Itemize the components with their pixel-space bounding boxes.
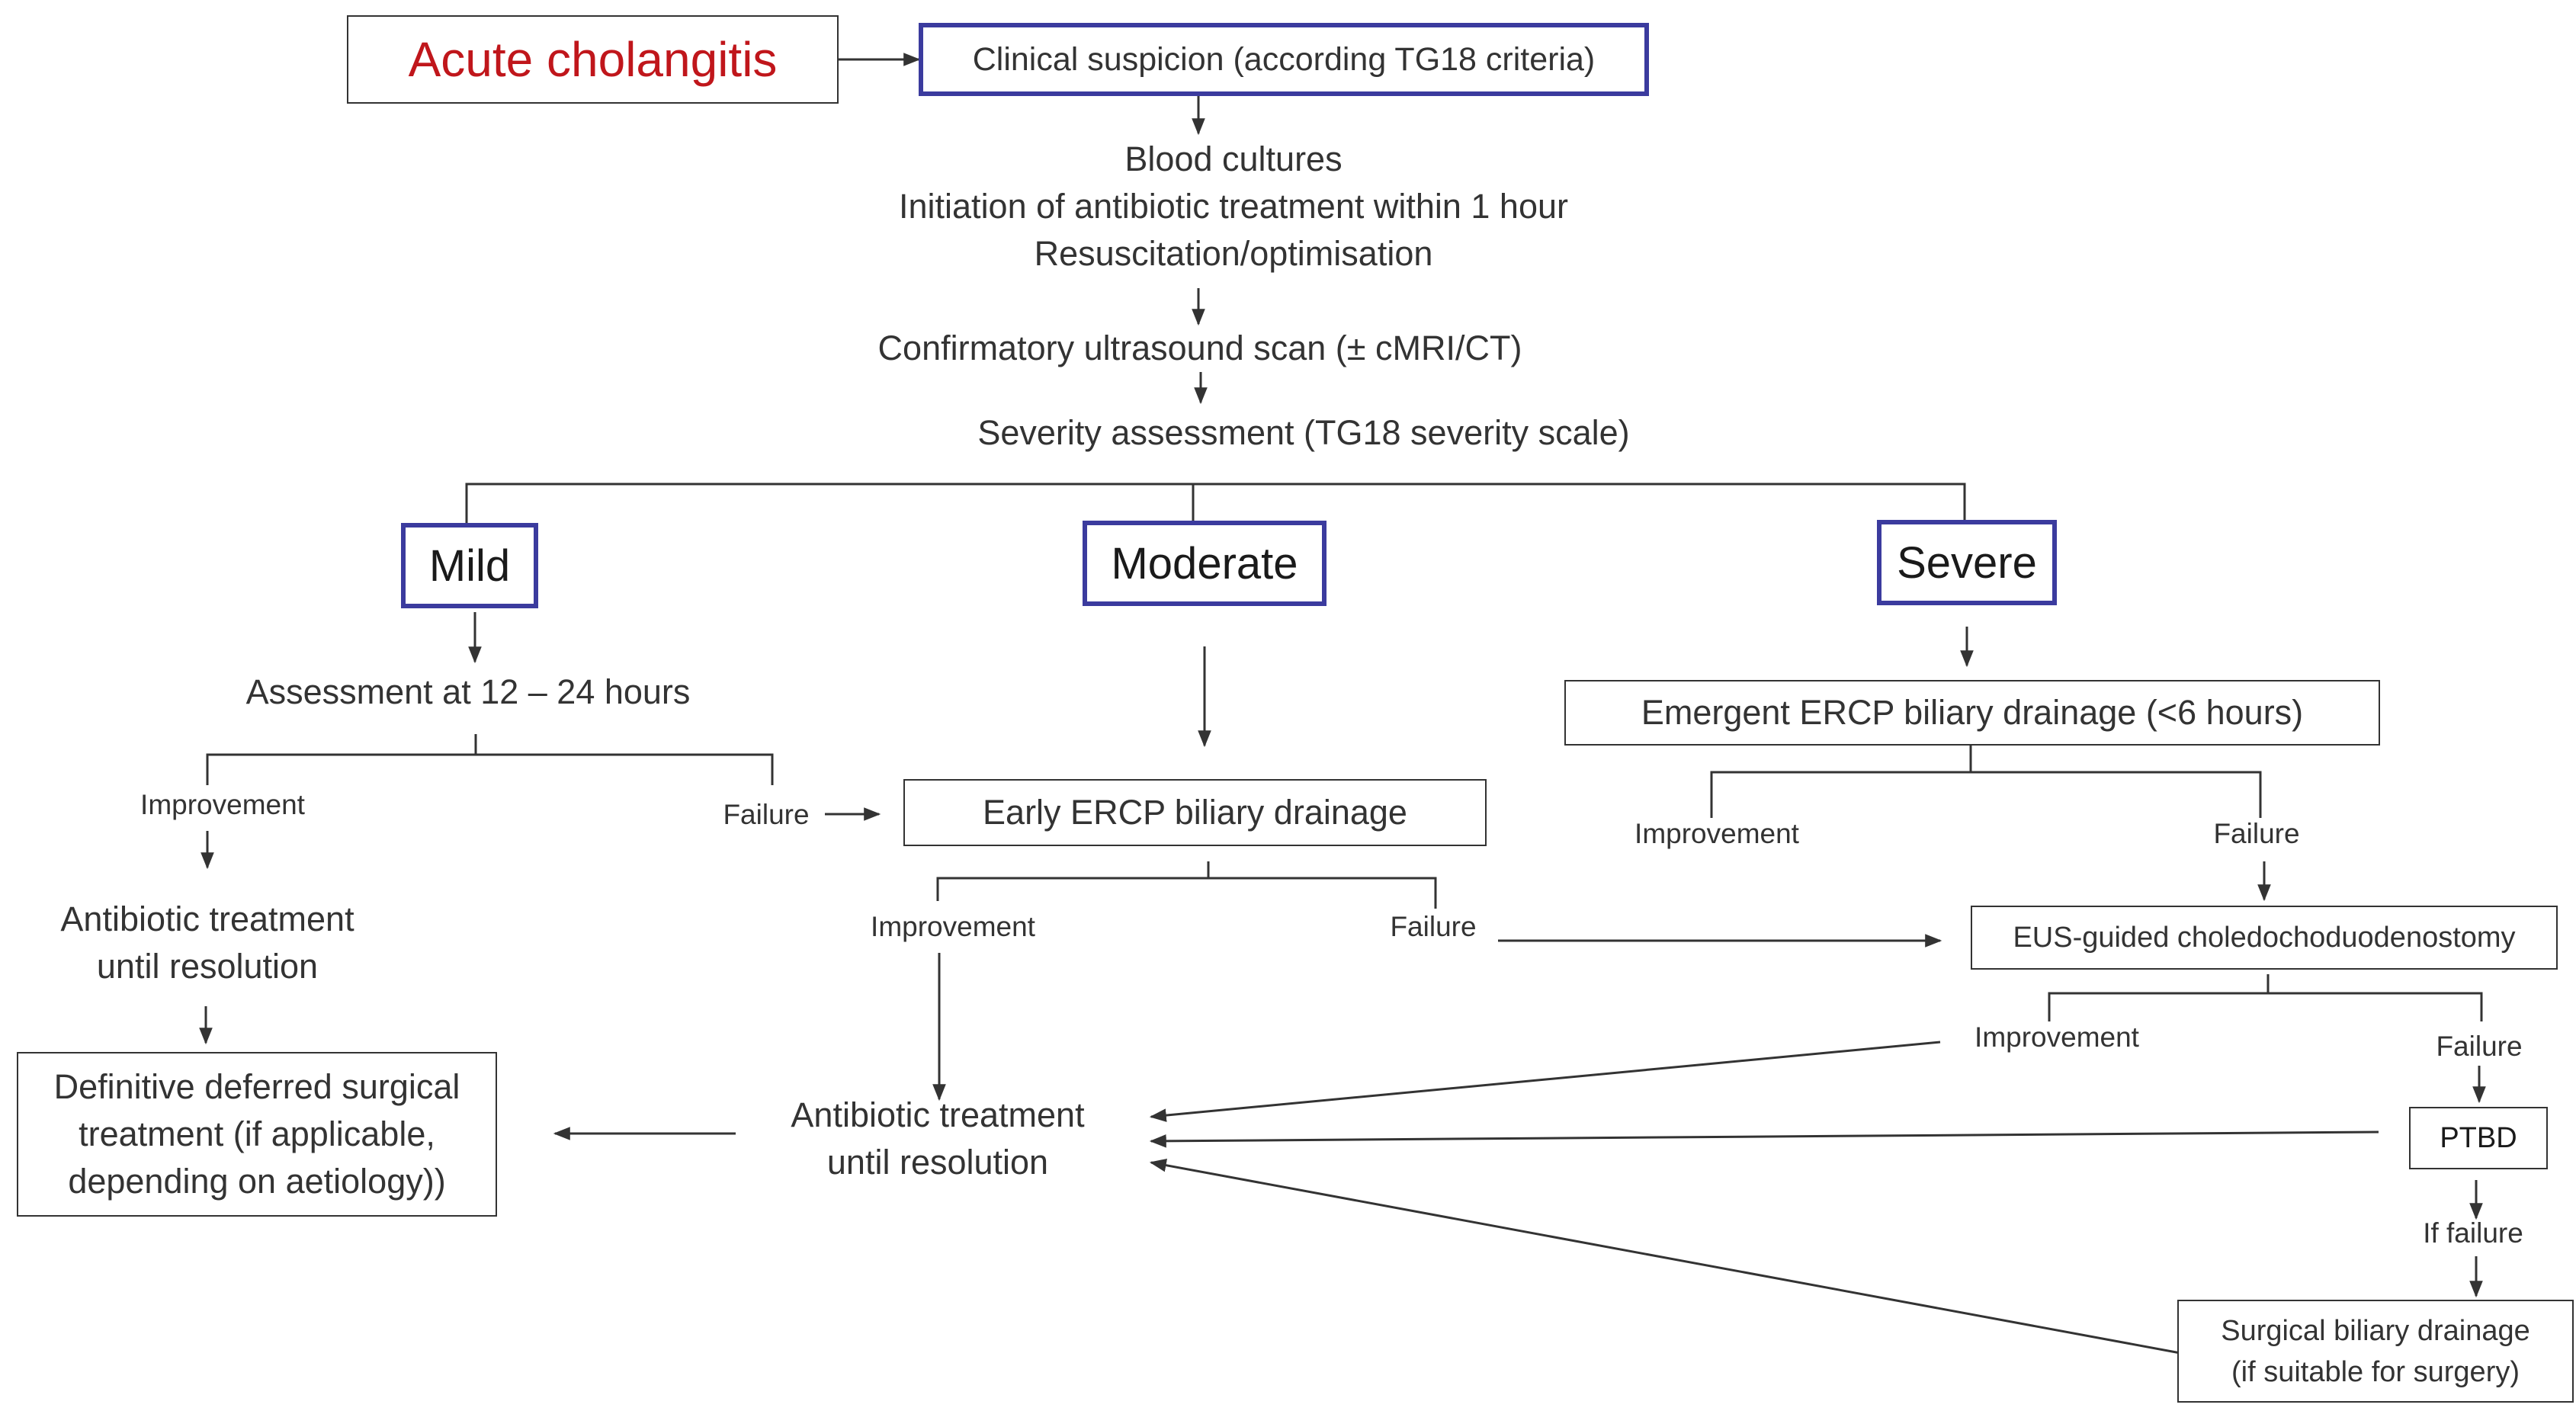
clinical-suspicion-label: Clinical suspicion (according TG18 crite… [972,40,1596,78]
severe-failure-label: Failure [2213,818,2300,849]
resuscitation-label: Resuscitation/optimisation [1034,234,1433,273]
ptbd-label: PTBD [2440,1121,2517,1154]
severe-outcome-bracket [1710,771,2262,818]
arrow-eus-improvement-to-antibiotic [1149,1041,1941,1122]
eus-label: EUS-guided choledochoduodenostomy [2013,921,2516,954]
ultrasound-label: Confirmatory ultrasound scan (± cMRI/CT) [877,329,1522,367]
ptbd-box: PTBD [2409,1107,2548,1169]
eus-outcome-bracket [2048,992,2483,1021]
if-failure-label: If failure [2423,1217,2523,1249]
severity-branch-bracket [465,483,1966,523]
severe-box: Severe [1877,520,2057,605]
eus-failure-label: Failure [2436,1031,2523,1062]
mild-label: Mild [428,540,511,591]
moderate-box: Moderate [1083,521,1326,606]
early-ercp-label: Early ERCP biliary drainage [983,793,1407,832]
severe-improvement-label: Improvement [1634,818,1799,849]
early-ercp-box: Early ERCP biliary drainage [903,779,1487,846]
blood-cultures-label: Blood cultures [1124,139,1343,178]
mild-antibiotic-label: Antibiotic treatment until resolution [60,900,354,986]
mild-box: Mild [401,523,538,608]
clinical-suspicion-box: Clinical suspicion (according TG18 crite… [919,23,1649,96]
emergent-ercp-box: Emergent ERCP biliary drainage (<6 hours… [1564,680,2380,746]
eus-box: EUS-guided choledochoduodenostomy [1971,906,2558,970]
surgical-drainage-box: Surgical biliary drainage (if suitable f… [2177,1300,2574,1403]
definitive-treatment-box: Definitive deferred surgical treatment (… [17,1052,497,1217]
moderate-antibiotic-label: Antibiotic treatment until resolution [791,1095,1085,1182]
diagram-title: Acute cholangitis [408,32,778,87]
moderate-outcome-bracket [936,877,1437,909]
moderate-failure-label: Failure [1390,911,1477,942]
assessment-label: Assessment at 12 – 24 hours [245,672,691,711]
mild-failure-label: Failure [723,799,810,830]
mild-outcome-bracket [206,753,774,785]
emergent-ercp-label: Emergent ERCP biliary drainage (<6 hours… [1641,693,2304,732]
definitive-treatment-label: Definitive deferred surgical treatment (… [53,1067,460,1201]
eus-improvement-label: Improvement [1975,1021,2139,1053]
mild-improvement-label: Improvement [140,789,305,820]
antibiotic-initiation-label: Initiation of antibiotic treatment withi… [899,187,1568,226]
severity-assessment-label: Severity assessment (TG18 severity scale… [977,413,1630,452]
arrow-surgical-to-antibiotic [1149,1158,2181,1355]
severe-label: Severe [1897,537,2037,588]
moderate-improvement-label: Improvement [871,911,1035,942]
title-box: Acute cholangitis [347,15,839,104]
surgical-drainage-label: Surgical biliary drainage (if suitable f… [2221,1314,2530,1388]
moderate-label: Moderate [1111,538,1298,588]
arrow-ptbd-to-antibiotic [1149,1130,2379,1148]
